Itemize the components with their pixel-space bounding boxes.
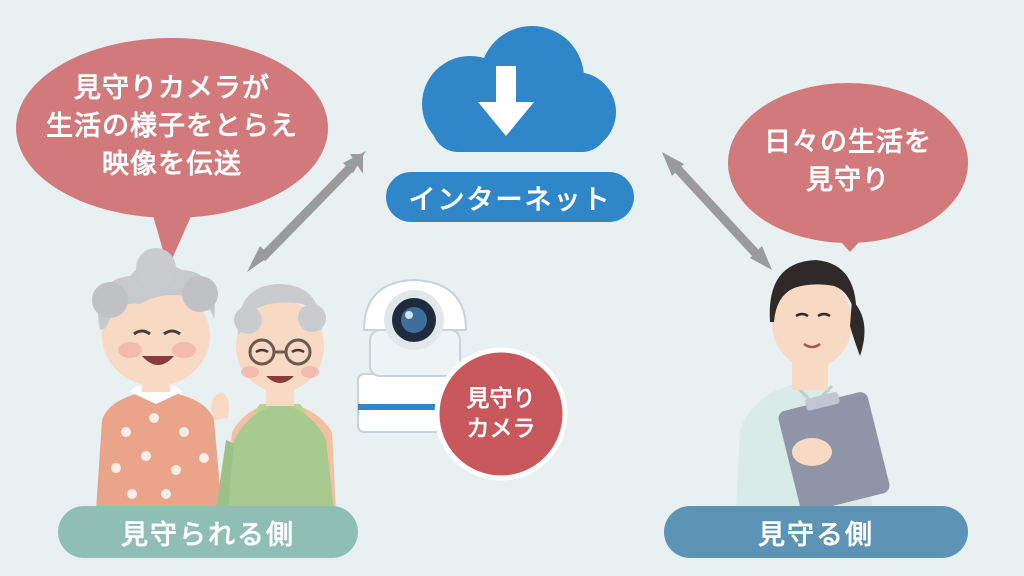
right-speech-bubble (728, 83, 968, 252)
elderly-man-illustration (211, 284, 336, 510)
left-speech-bubble (16, 38, 328, 268)
camera-label-badge (434, 347, 568, 481)
elderly-woman-illustration (92, 248, 222, 510)
watcher-label: 見守る側 (758, 519, 874, 551)
left-bubble-text: 見守りカメラが 生活の様子をとらえ 映像を伝送 (46, 73, 298, 180)
double-arrow-icon-right (662, 152, 772, 270)
caregiver-illustration (736, 260, 890, 512)
internet-pill-bg (386, 172, 634, 222)
watched-pill-bg (58, 506, 358, 558)
cloud-download-icon (422, 26, 616, 152)
double-arrow-icon (247, 151, 366, 272)
internet-label: インターネット (408, 184, 612, 216)
watcher-pill-bg (664, 506, 968, 558)
right-bubble-text: 日々の生活を 見守り (764, 127, 932, 196)
watched-label: 見守られる側 (121, 519, 295, 551)
camera-label: 見守り カメラ (466, 386, 536, 442)
